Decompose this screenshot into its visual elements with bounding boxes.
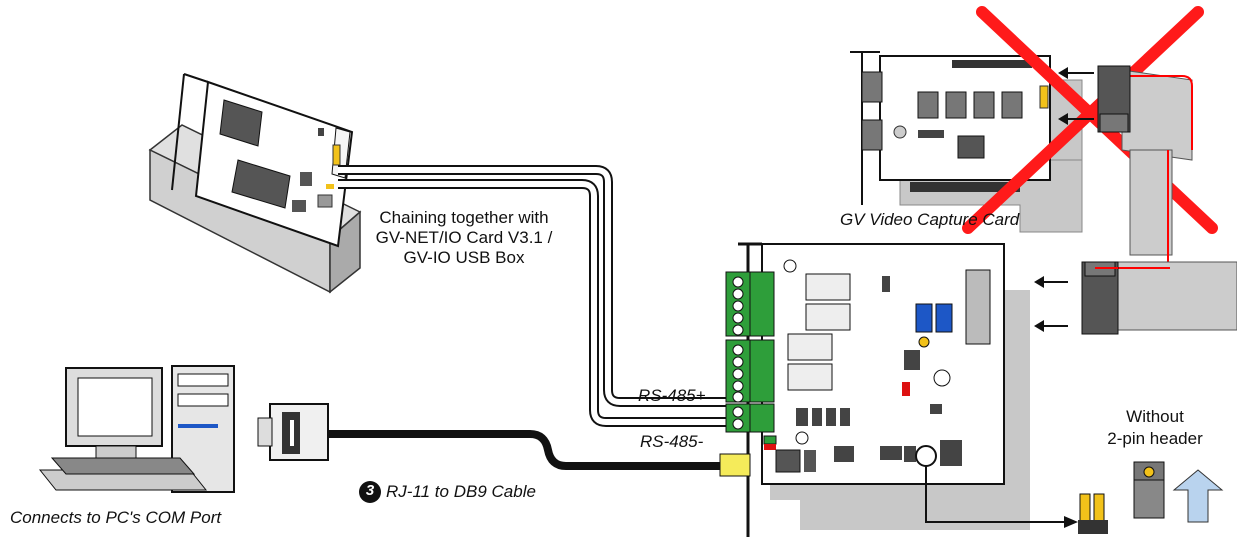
rs485-plus-label: RS-485+ bbox=[638, 386, 706, 406]
pc-computer bbox=[40, 366, 234, 492]
cable-label: RJ-11 to DB9 Cable bbox=[386, 482, 536, 502]
without-header-label: Without 2-pin header bbox=[1080, 406, 1230, 450]
jumper-illustration bbox=[1078, 462, 1164, 534]
chaining-label-line-2: GV-NET/IO Card V3.1 / bbox=[350, 228, 578, 248]
without-header-line-1: Without bbox=[1080, 406, 1230, 428]
up-arrow-icon bbox=[1174, 470, 1222, 522]
capture-card-label: GV Video Capture Card bbox=[840, 210, 1019, 230]
io-card-main bbox=[726, 244, 1078, 537]
io-card-on-box bbox=[150, 74, 360, 292]
pc-port-label: Connects to PC's COM Port bbox=[10, 508, 221, 528]
step-number: 3 bbox=[362, 482, 378, 499]
chaining-label: Chaining together with GV-NET/IO Card V3… bbox=[350, 208, 578, 268]
ribbon-cable bbox=[1082, 66, 1237, 334]
chaining-label-line-1: Chaining together with bbox=[350, 208, 578, 228]
rs485-minus-label: RS-485- bbox=[640, 432, 703, 452]
chaining-label-line-3: GV-IO USB Box bbox=[350, 248, 578, 268]
without-header-line-2: 2-pin header bbox=[1080, 428, 1230, 450]
db9-connector bbox=[258, 404, 328, 460]
